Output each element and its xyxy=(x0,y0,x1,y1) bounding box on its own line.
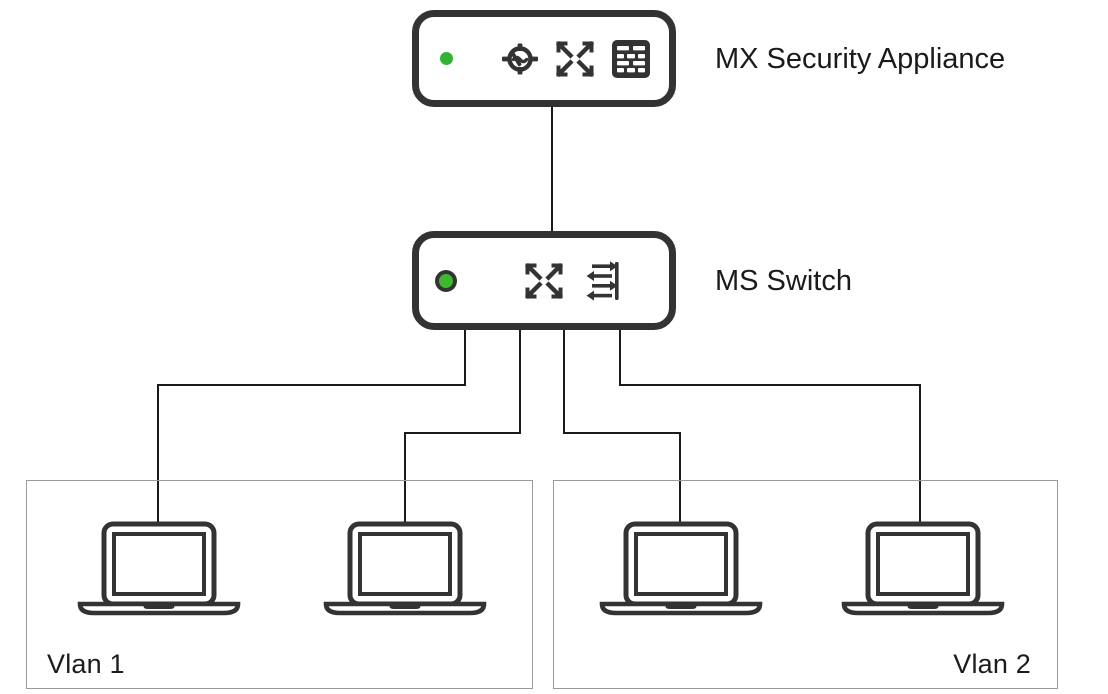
security-globe-icon xyxy=(501,42,539,76)
data-transfer-arrows-icon xyxy=(582,260,622,302)
client-laptop-4[interactable] xyxy=(838,518,1008,618)
ms-icon-group xyxy=(524,260,622,302)
link-ms-to-client-2 xyxy=(403,330,522,524)
status-led-green-icon xyxy=(440,52,453,65)
client-laptop-2[interactable] xyxy=(320,518,490,618)
client-laptop-3[interactable] xyxy=(596,518,766,618)
device-label-ms: MS Switch xyxy=(715,265,852,297)
vlan-group-vlan1: Vlan 1 xyxy=(26,480,533,689)
switching-arrows-icon xyxy=(555,40,595,78)
link-ms-to-client-4 xyxy=(618,330,922,524)
switching-arrows-icon xyxy=(524,262,564,300)
vlan-label-vlan2: Vlan 2 xyxy=(953,649,1031,679)
device-mx-security-appliance[interactable] xyxy=(412,10,676,107)
link-ms-to-client-3 xyxy=(562,330,682,524)
link-ms-to-client-1 xyxy=(156,330,467,524)
client-laptop-1[interactable] xyxy=(74,518,244,618)
device-label-mx: MX Security Appliance xyxy=(715,43,1006,75)
status-led-green-icon xyxy=(439,273,453,288)
vlan-group-vlan2: Vlan 2 xyxy=(553,480,1058,689)
device-ms-switch[interactable] xyxy=(412,231,676,330)
mx-icon-group xyxy=(501,39,651,79)
firewall-wall-icon xyxy=(611,39,651,79)
vlan-label-vlan1: Vlan 1 xyxy=(47,649,125,679)
